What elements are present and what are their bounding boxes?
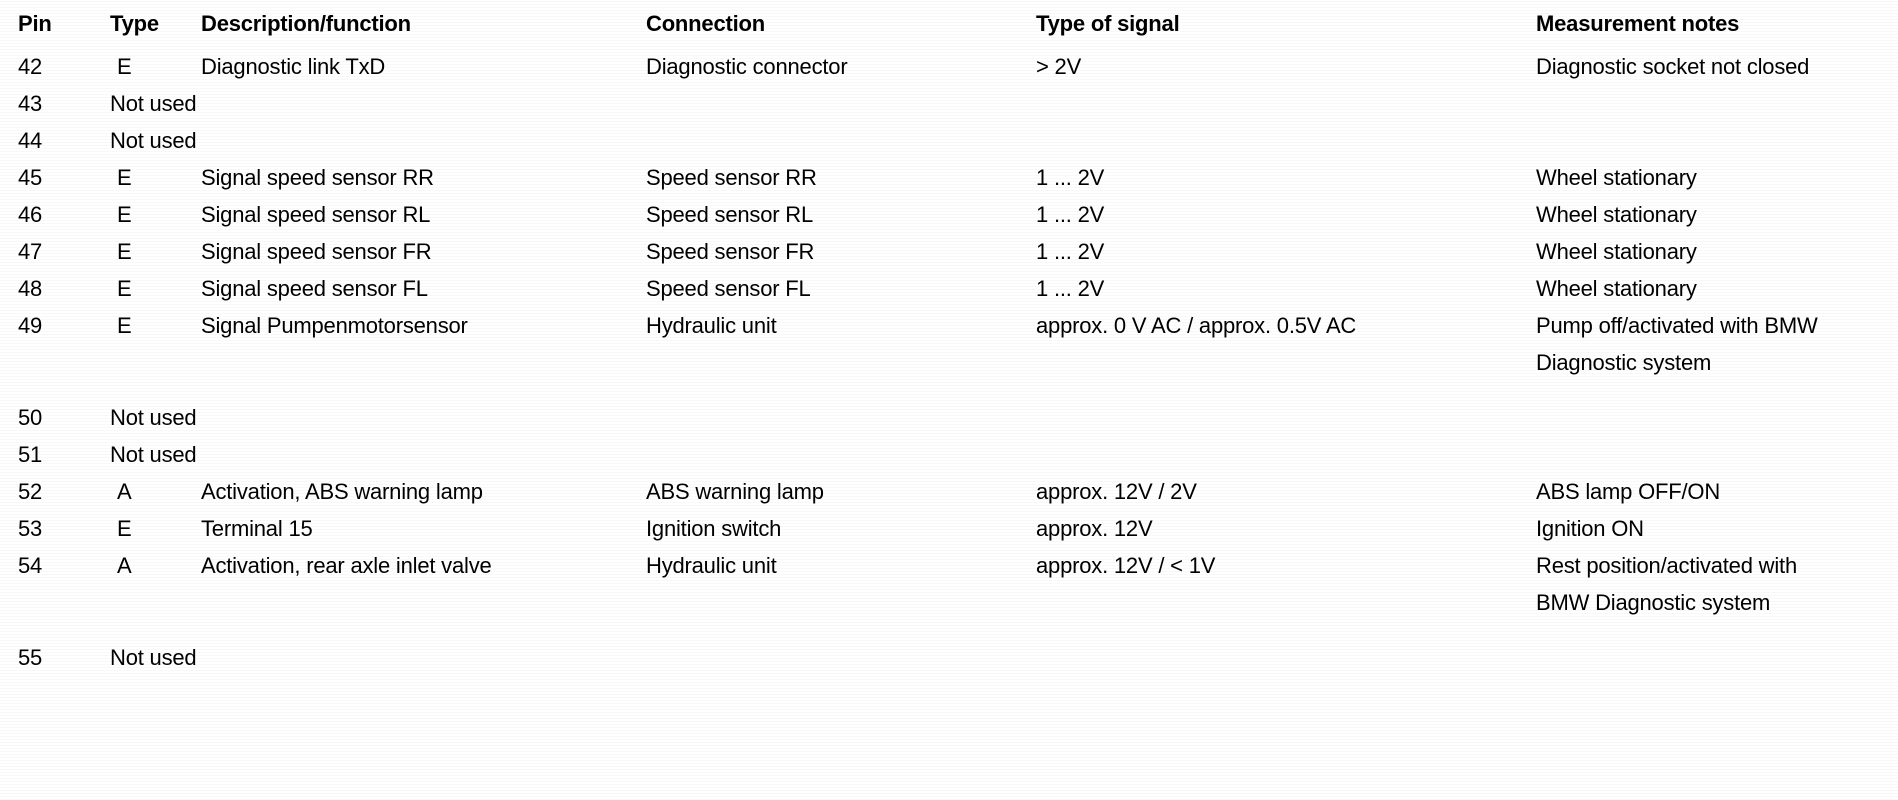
table-row: 43 Not used bbox=[0, 85, 1898, 122]
cell-not-used: Not used bbox=[110, 442, 197, 467]
cell-type: A bbox=[117, 479, 132, 504]
table-row: 47 E Signal speed sensor FR Speed sensor FR… bbox=[0, 233, 1898, 270]
cell-description: Terminal 15 bbox=[201, 516, 313, 541]
cell-description: Signal speed sensor FR bbox=[201, 239, 432, 264]
cell-not-used: Not used bbox=[110, 645, 197, 670]
table-row: 53 E Terminal 15 Ignition switch approx. 12V… bbox=[0, 510, 1898, 547]
table-row: 50 Not used bbox=[0, 381, 1898, 436]
cell-pin: 47 bbox=[18, 239, 43, 264]
cell-connection: Hydraulic unit bbox=[646, 553, 777, 578]
cell-pin: 45 bbox=[18, 165, 43, 190]
cell-signal: approx. 12V / < 1V bbox=[1036, 553, 1216, 578]
cell-signal: approx. 12V bbox=[1036, 516, 1153, 541]
cell-pin: 48 bbox=[18, 276, 43, 301]
cell-pin: 51 bbox=[18, 442, 43, 467]
cell-measurement-notes: Diagnostic socket not closed bbox=[1536, 54, 1810, 79]
column-header-description: Description/function bbox=[201, 11, 411, 36]
cell-signal: approx. 12V / 2V bbox=[1036, 479, 1197, 504]
cell-signal: 1 ... 2V bbox=[1036, 165, 1105, 190]
cell-connection: Hydraulic unit bbox=[646, 313, 777, 338]
table-row: 44 Not used bbox=[0, 122, 1898, 159]
cell-signal: 1 ... 2V bbox=[1036, 202, 1105, 227]
cell-pin: 43 bbox=[18, 91, 43, 116]
cell-type: A bbox=[117, 553, 132, 578]
cell-pin: 42 bbox=[18, 54, 43, 79]
column-header-pin: Pin bbox=[18, 11, 52, 36]
cell-connection: Speed sensor FL bbox=[646, 276, 811, 301]
cell-connection: Speed sensor RR bbox=[646, 165, 817, 190]
cell-type: E bbox=[117, 165, 132, 190]
table-row: 48 E Signal speed sensor FL Speed sensor FL… bbox=[0, 270, 1898, 307]
cell-pin: 46 bbox=[18, 202, 43, 227]
table-row: 46 E Signal speed sensor RL Speed sensor RL… bbox=[0, 196, 1898, 233]
cell-signal: approx. 0 V AC / approx. 0.5V AC bbox=[1036, 313, 1357, 338]
cell-measurement-notes: Wheel stationary bbox=[1536, 276, 1697, 301]
column-header-type: Type bbox=[110, 11, 159, 36]
cell-signal: > 2V bbox=[1036, 54, 1082, 79]
cell-measurement-notes: Ignition ON bbox=[1536, 516, 1644, 541]
table-row: 49 E Signal Pumpenmotorsensor Hydraulic uni… bbox=[0, 307, 1898, 381]
column-header-connection: Connection bbox=[646, 11, 765, 36]
cell-type: E bbox=[117, 202, 132, 227]
pin-assignment-table: Pin Type Description/function Connection… bbox=[0, 0, 1898, 676]
cell-description: Activation, ABS warning lamp bbox=[201, 479, 483, 504]
cell-measurement-notes: Wheel stationary bbox=[1536, 239, 1697, 264]
cell-description: Signal Pumpenmotorsensor bbox=[201, 313, 468, 338]
cell-description: Signal speed sensor FL bbox=[201, 276, 428, 301]
cell-type: E bbox=[117, 54, 132, 79]
cell-description: Diagnostic link TxD bbox=[201, 54, 386, 79]
table-row: 42 E Diagnostic link TxD Diagnostic connect… bbox=[0, 48, 1898, 85]
cell-type: E bbox=[117, 516, 132, 541]
table-row: 55 Not used bbox=[0, 621, 1898, 676]
cell-pin: 53 bbox=[18, 516, 43, 541]
cell-connection: Ignition switch bbox=[646, 516, 782, 541]
cell-signal: 1 ... 2V bbox=[1036, 239, 1105, 264]
cell-measurement-notes: Pump off/activated with BMW Diagnostic s… bbox=[1536, 313, 1818, 375]
cell-description: Signal speed sensor RL bbox=[201, 202, 431, 227]
cell-connection: Diagnostic connector bbox=[646, 54, 848, 79]
table-row: 45 E Signal speed sensor RR Speed sensor RR… bbox=[0, 159, 1898, 196]
cell-description: Activation, rear axle inlet valve bbox=[201, 553, 492, 578]
cell-connection: Speed sensor FR bbox=[646, 239, 815, 264]
cell-type: E bbox=[117, 239, 132, 264]
column-header-signal: Type of signal bbox=[1036, 11, 1180, 36]
cell-not-used: Not used bbox=[110, 405, 197, 430]
cell-description: Signal speed sensor RR bbox=[201, 165, 434, 190]
table-row: 54 A Activation, rear axle inlet valve Hydr… bbox=[0, 547, 1898, 621]
cell-not-used: Not used bbox=[110, 91, 197, 116]
cell-pin: 49 bbox=[18, 313, 43, 338]
table-row: 51 Not used bbox=[0, 436, 1898, 473]
cell-pin: 52 bbox=[18, 479, 43, 504]
cell-measurement-notes: Wheel stationary bbox=[1536, 165, 1697, 190]
cell-not-used: Not used bbox=[110, 128, 197, 153]
cell-connection: ABS warning lamp bbox=[646, 479, 824, 504]
cell-measurement-notes: Rest position/activated with BMW Diagnos… bbox=[1536, 553, 1797, 615]
cell-measurement-notes: Wheel stationary bbox=[1536, 202, 1697, 227]
table-header: Pin Type Description/function Connection… bbox=[0, 0, 1898, 48]
table-header-row: Pin Type Description/function Connection… bbox=[0, 0, 1898, 48]
cell-pin: 55 bbox=[18, 645, 43, 670]
cell-type: E bbox=[117, 276, 132, 301]
cell-signal: 1 ... 2V bbox=[1036, 276, 1105, 301]
cell-type: E bbox=[117, 313, 132, 338]
cell-pin: 50 bbox=[18, 405, 43, 430]
cell-pin: 44 bbox=[18, 128, 43, 153]
cell-connection: Speed sensor RL bbox=[646, 202, 813, 227]
column-header-notes: Measurement notes bbox=[1536, 11, 1740, 36]
cell-measurement-notes: ABS lamp OFF/ON bbox=[1536, 479, 1721, 504]
cell-pin: 54 bbox=[18, 553, 43, 578]
table-row: 52 A Activation, ABS warning lamp ABS warni… bbox=[0, 473, 1898, 510]
